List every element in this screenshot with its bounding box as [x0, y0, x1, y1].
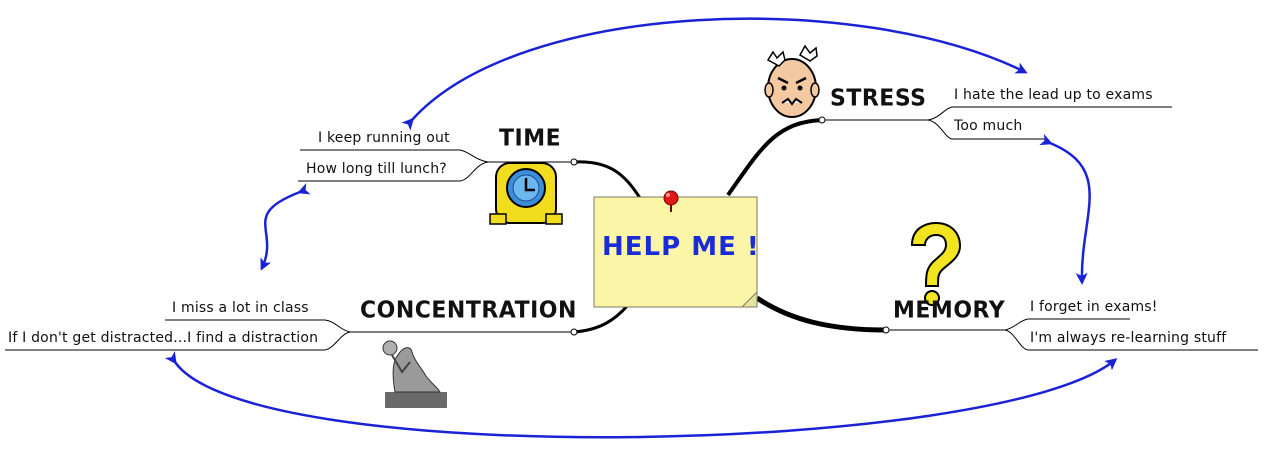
link-time-stress — [401, 17, 1028, 131]
thinker-statue-icon — [382, 340, 447, 408]
link-time-concentration — [260, 183, 311, 271]
branch-label-time: TIME — [499, 125, 562, 152]
branch-label-memory: MEMORY — [893, 297, 1006, 324]
question-mark-icon — [910, 221, 962, 306]
time-item-keep-running-out: I keep running out — [318, 130, 450, 146]
stress-item-too-much: Too much — [954, 118, 1023, 134]
relationship-links — [164, 17, 1118, 439]
stress-item-lead-up: I hate the lead up to exams — [954, 87, 1153, 103]
memory-item-forget: I forget in exams! — [1030, 299, 1158, 315]
pushpin-icon — [663, 190, 679, 212]
memory-item-relearning: I'm always re-learning stuff — [1030, 330, 1227, 346]
link-concentration-memory — [164, 351, 1118, 439]
connector-time — [573, 160, 642, 199]
central-note — [593, 190, 758, 308]
clock-icon — [489, 162, 563, 225]
central-topic: HELP ME ! — [602, 232, 760, 262]
fork-memory — [1004, 318, 1029, 351]
branch-label-concentration: CONCENTRATION — [360, 297, 577, 324]
connector-concentration — [573, 304, 630, 334]
note-curl — [740, 290, 758, 308]
concentration-item-distraction: If I don't get distracted...I find a dis… — [8, 330, 319, 346]
time-item-lunch: How long till lunch? — [306, 161, 447, 177]
fork-time — [459, 149, 489, 182]
branch-label-stress: STRESS — [830, 85, 927, 112]
fork-stress — [927, 106, 953, 140]
angry-face-icon — [764, 44, 820, 118]
connector-memory — [755, 295, 887, 333]
concentration-item-miss-class: I miss a lot in class — [172, 300, 309, 316]
fork-concentration — [324, 319, 351, 351]
link-stress-memory — [1039, 134, 1091, 285]
connector-stress — [726, 118, 823, 197]
